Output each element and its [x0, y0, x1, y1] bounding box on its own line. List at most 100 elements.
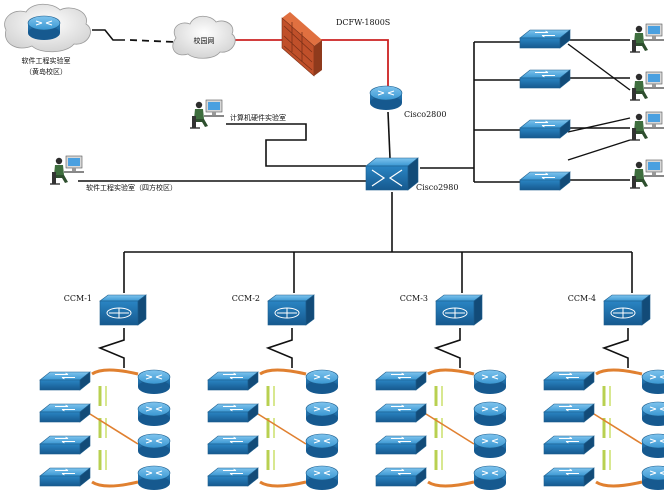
stack-link: [259, 480, 307, 488]
cluster-router-icon: [473, 433, 507, 459]
ccm-3-icon: [435, 294, 483, 326]
ccm-clusters: CCM-1 CCM-2 CCM-3 CCM-4: [39, 294, 664, 491]
core-switch: Cisco2980: [365, 157, 458, 192]
stack-link: [259, 368, 307, 376]
ccm-2-label: CCM-2: [232, 294, 260, 303]
distribution-bus: [123, 192, 633, 293]
cluster-switch-icon: [207, 435, 259, 455]
huangdao-router-icon: [27, 15, 61, 41]
sifang-lab-label: 软件工程实验室（四方校区）: [86, 183, 177, 192]
stack-link: [91, 480, 139, 488]
cluster-router-icon: [641, 401, 664, 427]
dashed-link-to-campus: [129, 39, 176, 43]
router-core-link: [387, 111, 391, 159]
wan-links: [92, 29, 391, 159]
stack-link: [257, 413, 307, 445]
cluster-router-icon: [473, 465, 507, 491]
access-switch-links: [420, 39, 631, 183]
cluster-switch-icon: [39, 467, 91, 487]
cluster-switch-icon: [375, 403, 427, 423]
serial-link: [97, 328, 125, 368]
access-switches: [519, 29, 571, 191]
serial-link: [433, 328, 461, 368]
stack-link: [91, 368, 139, 376]
firewall: DCFW-1800S: [281, 12, 390, 77]
huangdao-lab-label-1: 软件工程实验室: [22, 56, 71, 65]
serial-link: [601, 328, 629, 368]
ccm-cluster-4: CCM-4: [543, 294, 664, 491]
firewall-router-link: [312, 39, 389, 88]
campus-network-label: 校园网: [194, 36, 215, 45]
ccm-2-icon: [267, 294, 315, 326]
huangdao-lab-label-2: （黄岛校区）: [25, 67, 67, 76]
cluster-switch-icon: [207, 371, 259, 391]
hardware-lab-link: [226, 123, 366, 167]
cluster-router-icon: [305, 401, 339, 427]
ccm-cluster-2: CCM-2: [207, 294, 339, 491]
user-1-icon: [629, 23, 664, 53]
wireless-link: [92, 29, 125, 41]
campus-cloud-icon: [172, 15, 236, 59]
ccm-1-label: CCM-1: [64, 294, 92, 303]
stack-link: [427, 480, 475, 488]
access-switch-3-icon: [519, 119, 571, 139]
cluster-router-icon: [305, 369, 339, 395]
cluster-router-icon: [641, 433, 664, 459]
cluster-router-icon: [473, 401, 507, 427]
cluster-switch-icon: [543, 403, 595, 423]
cluster-router-icon: [305, 465, 339, 491]
cluster-switch-icon: [543, 467, 595, 487]
stack-link: [595, 480, 643, 488]
user-4-icon: [629, 159, 664, 189]
user-2-icon: [629, 71, 664, 101]
end-users: [629, 23, 664, 189]
cluster-router-icon: [137, 433, 171, 459]
sifang-lab-person-icon: [49, 155, 85, 185]
router-label: Cisco2800: [404, 110, 446, 119]
hardware-lab: 计算机硬件实验室: [189, 99, 286, 129]
ccm-4-icon: [603, 294, 651, 326]
ccm-cluster-1: CCM-1: [39, 294, 171, 491]
stack-link: [89, 413, 139, 445]
firewall-icon: [281, 12, 322, 77]
cluster-switch-icon: [375, 371, 427, 391]
hardware-lab-label: 计算机硬件实验室: [230, 113, 286, 122]
cluster-switch-icon: [39, 403, 91, 423]
sifang-lab: 软件工程实验室（四方校区）: [49, 155, 177, 192]
huangdao-lab: 软件工程实验室 （黄岛校区）: [4, 3, 91, 76]
access-switch-4-icon: [519, 171, 571, 191]
hardware-lab-person-icon: [189, 99, 225, 129]
cluster-switch-icon: [375, 467, 427, 487]
cluster-switch-icon: [543, 435, 595, 455]
ccm-1-icon: [99, 294, 147, 326]
core-switch-icon: [365, 157, 419, 191]
cluster-switch-icon: [375, 435, 427, 455]
cluster-router-icon: [137, 369, 171, 395]
ccm-3-label: CCM-3: [400, 294, 428, 303]
cluster-router-icon: [137, 401, 171, 427]
stack-link: [593, 413, 643, 445]
router-icon: [369, 85, 403, 111]
serial-link: [265, 328, 293, 368]
cluster-switch-icon: [39, 371, 91, 391]
stack-link: [425, 413, 475, 445]
cluster-router-icon: [137, 465, 171, 491]
ccm-cluster-3: CCM-3: [375, 294, 507, 491]
stack-link: [427, 368, 475, 376]
cluster-switch-icon: [207, 403, 259, 423]
cluster-switch-icon: [39, 435, 91, 455]
core-switch-label: Cisco2980: [416, 183, 458, 192]
stack-link: [595, 368, 643, 376]
access-switch-2-icon: [519, 69, 571, 89]
cluster-router-icon: [305, 433, 339, 459]
firewall-label: DCFW-1800S: [336, 18, 390, 27]
cluster-router-icon: [473, 369, 507, 395]
cluster-router-icon: [641, 369, 664, 395]
ccm-4-label: CCM-4: [568, 294, 596, 303]
cluster-switch-icon: [207, 467, 259, 487]
access-switch-1-icon: [519, 29, 571, 49]
cluster-router-icon: [641, 465, 664, 491]
campus-network: 校园网: [172, 15, 236, 59]
router: Cisco2800: [369, 85, 446, 119]
